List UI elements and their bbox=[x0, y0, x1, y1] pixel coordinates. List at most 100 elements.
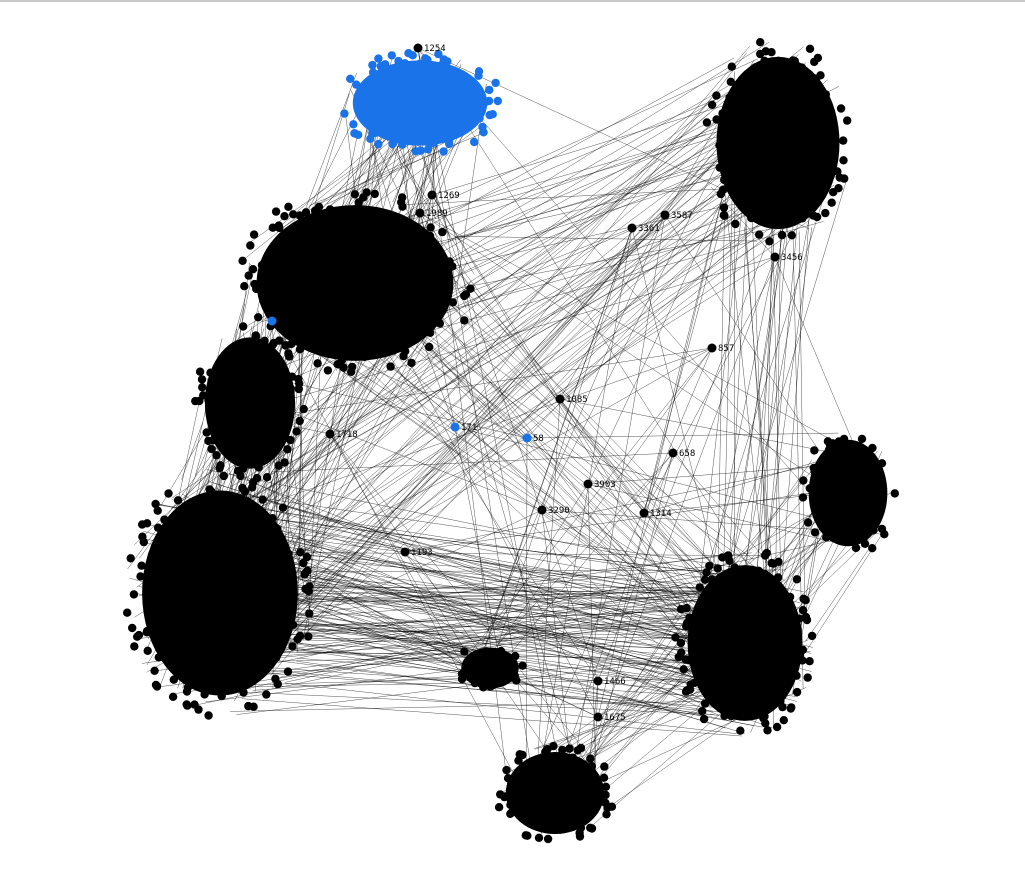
graph-node[interactable] bbox=[713, 564, 722, 573]
graph-node[interactable] bbox=[440, 119, 449, 128]
graph-node[interactable] bbox=[152, 682, 162, 691]
graph-node[interactable] bbox=[460, 647, 469, 656]
labeled-node-3361[interactable]: 3361 bbox=[627, 223, 660, 235]
graph-node[interactable] bbox=[137, 561, 146, 570]
graph-node[interactable] bbox=[154, 653, 163, 662]
graph-node[interactable] bbox=[700, 575, 710, 584]
graph-node[interactable] bbox=[412, 102, 421, 111]
graph-node[interactable] bbox=[366, 134, 375, 143]
graph-node[interactable] bbox=[782, 111, 792, 120]
graph-node[interactable] bbox=[761, 719, 770, 728]
graph-node[interactable] bbox=[241, 380, 250, 389]
graph-node[interactable] bbox=[295, 345, 305, 354]
graph-node[interactable] bbox=[207, 539, 216, 549]
graph-node[interactable] bbox=[400, 59, 410, 68]
graph-node[interactable] bbox=[229, 541, 239, 550]
graph-node[interactable] bbox=[778, 686, 787, 695]
graph-node[interactable] bbox=[200, 690, 209, 699]
graph-node[interactable] bbox=[358, 104, 367, 113]
graph-node[interactable] bbox=[321, 214, 331, 224]
graph-node[interactable] bbox=[404, 339, 413, 348]
graph-node[interactable] bbox=[259, 423, 268, 433]
graph-node[interactable] bbox=[287, 372, 297, 381]
graph-node[interactable] bbox=[671, 633, 680, 642]
graph-node[interactable] bbox=[331, 208, 341, 217]
graph-node[interactable] bbox=[360, 352, 369, 362]
graph-node[interactable] bbox=[494, 803, 504, 812]
graph-node[interactable] bbox=[299, 404, 308, 414]
graph-node[interactable] bbox=[817, 494, 826, 503]
node-marker[interactable] bbox=[427, 190, 437, 200]
graph-node[interactable] bbox=[231, 677, 240, 686]
graph-node[interactable] bbox=[832, 451, 841, 460]
graph-node[interactable] bbox=[587, 762, 597, 771]
graph-node[interactable] bbox=[702, 625, 712, 635]
graph-node[interactable] bbox=[436, 129, 446, 138]
graph-node[interactable] bbox=[403, 219, 412, 229]
graph-node[interactable] bbox=[452, 113, 461, 122]
graph-node[interactable] bbox=[721, 127, 731, 137]
graph-node[interactable] bbox=[386, 64, 396, 74]
graph-node[interactable] bbox=[787, 703, 796, 712]
graph-node[interactable] bbox=[765, 237, 774, 246]
graph-node[interactable] bbox=[460, 316, 469, 325]
graph-node[interactable] bbox=[230, 451, 239, 460]
graph-node[interactable] bbox=[558, 790, 567, 799]
graph-node[interactable] bbox=[173, 496, 183, 505]
graph-node[interactable] bbox=[123, 608, 132, 617]
graph-node[interactable] bbox=[230, 374, 239, 384]
graph-node[interactable] bbox=[448, 298, 458, 307]
graph-node[interactable] bbox=[248, 265, 258, 274]
labeled-node-58[interactable]: 58 bbox=[522, 433, 544, 445]
graph-node[interactable] bbox=[268, 223, 277, 232]
graph-node[interactable] bbox=[168, 587, 177, 596]
graph-node[interactable] bbox=[720, 674, 729, 683]
graph-node[interactable] bbox=[126, 554, 135, 563]
graph-node[interactable] bbox=[295, 416, 304, 426]
graph-node[interactable] bbox=[393, 88, 403, 98]
bottom-center-cluster[interactable] bbox=[457, 646, 527, 692]
graph-node[interactable] bbox=[295, 631, 305, 641]
graph-node[interactable] bbox=[470, 137, 479, 147]
graph-node[interactable] bbox=[576, 823, 586, 833]
graph-node[interactable] bbox=[169, 675, 178, 684]
graph-node[interactable] bbox=[236, 585, 245, 595]
graph-node[interactable] bbox=[354, 198, 363, 207]
graph-node[interactable] bbox=[347, 236, 357, 246]
graph-node[interactable] bbox=[387, 128, 397, 137]
graph-node[interactable] bbox=[867, 456, 876, 465]
graph-node[interactable] bbox=[742, 90, 752, 99]
graph-node[interactable] bbox=[601, 798, 610, 808]
graph-node[interactable] bbox=[845, 515, 854, 524]
graph-node[interactable] bbox=[779, 716, 788, 725]
graph-node[interactable] bbox=[384, 118, 393, 128]
graph-node[interactable] bbox=[799, 476, 808, 485]
graph-node[interactable] bbox=[243, 659, 253, 668]
graph-node[interactable] bbox=[302, 552, 312, 562]
graph-node[interactable] bbox=[197, 375, 207, 384]
graph-node[interactable] bbox=[702, 118, 712, 127]
graph-node[interactable] bbox=[863, 489, 873, 498]
graph-node[interactable] bbox=[366, 262, 376, 272]
graph-node[interactable] bbox=[377, 213, 387, 222]
graph-node[interactable] bbox=[469, 106, 479, 115]
graph-node[interactable] bbox=[817, 135, 826, 144]
graph-node[interactable] bbox=[210, 634, 220, 643]
graph-node[interactable] bbox=[745, 132, 754, 141]
graph-node[interactable] bbox=[512, 676, 521, 685]
lower-right-cluster[interactable] bbox=[671, 548, 817, 735]
graph-node[interactable] bbox=[272, 653, 281, 662]
graph-node[interactable] bbox=[811, 476, 820, 485]
graph-node[interactable] bbox=[545, 767, 554, 776]
graph-node[interactable] bbox=[318, 316, 327, 325]
graph-node[interactable] bbox=[576, 799, 585, 809]
graph-node[interactable] bbox=[424, 252, 434, 262]
graph-node[interactable] bbox=[796, 165, 805, 174]
graph-node[interactable] bbox=[387, 275, 396, 284]
graph-node[interactable] bbox=[149, 566, 158, 575]
node-marker[interactable] bbox=[555, 394, 565, 404]
labeled-node-1254[interactable]: 1254 bbox=[413, 43, 446, 55]
graph-node[interactable] bbox=[387, 51, 396, 60]
graph-node[interactable] bbox=[268, 276, 278, 285]
graph-node[interactable] bbox=[246, 241, 255, 250]
